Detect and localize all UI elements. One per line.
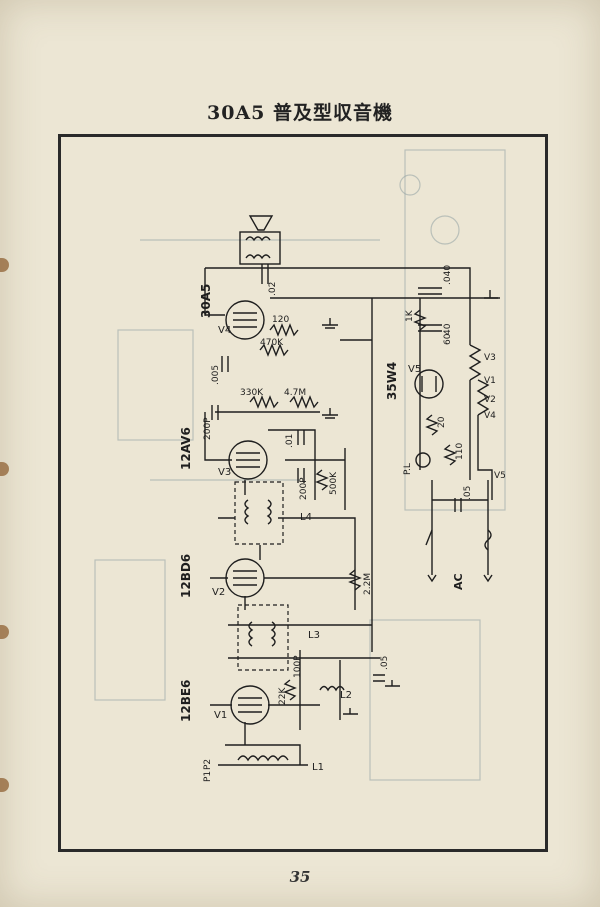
- resistors: [249, 309, 457, 701]
- power-input: [425, 529, 493, 583]
- svg-text:.02: .02: [268, 282, 278, 296]
- page-number: 35: [289, 868, 311, 886]
- svg-text:330K: 330K: [240, 388, 264, 398]
- ac-label: AC: [452, 573, 465, 590]
- svg-text:L2: L2: [340, 690, 352, 701]
- svg-text:470K: 470K: [260, 338, 284, 348]
- svg-text:L1: L1: [312, 762, 324, 773]
- schematic-labels: 30A5 V4 35W4 V5 12AV6 V3 12BD6 V2 12BE6 …: [179, 265, 506, 782]
- svg-text:120: 120: [272, 315, 289, 325]
- svg-text:4.7M: 4.7M: [284, 388, 306, 398]
- svg-text:20: 20: [437, 416, 447, 428]
- svg-text:22K: 22K: [278, 687, 288, 705]
- svg-text:.01: .01: [285, 434, 295, 448]
- svg-text:V5: V5: [494, 471, 506, 481]
- svg-text:V2: V2: [484, 395, 496, 405]
- tube-v4: [225, 300, 265, 340]
- svg-text:110: 110: [455, 443, 465, 460]
- tube-label-v5: 35W4: [385, 362, 399, 400]
- page-title: 30A5 普及型収音機: [206, 102, 394, 124]
- svg-text:.05: .05: [380, 656, 390, 670]
- tube-v1: [230, 685, 270, 725]
- svg-text:P2: P2: [203, 759, 213, 770]
- svg-text:L3: L3: [308, 630, 320, 641]
- svg-text:.005: .005: [211, 365, 221, 385]
- svg-text:2.2M: 2.2M: [363, 573, 373, 595]
- svg-text:L4: L4: [300, 512, 312, 523]
- schematic-frame: [58, 134, 548, 852]
- ref-v2: V2: [212, 587, 225, 598]
- ground-symbols: [322, 290, 498, 715]
- svg-text:V3: V3: [484, 353, 496, 363]
- svg-text:V1: V1: [484, 376, 496, 386]
- tube-v5: [414, 369, 444, 399]
- show-through-ghost: [94, 149, 506, 781]
- wiring: [204, 267, 500, 766]
- ref-v5: V5: [408, 364, 421, 375]
- svg-text:P.L: P.L: [403, 463, 413, 475]
- tube-v3: [228, 440, 268, 480]
- ref-v4: V4: [218, 325, 231, 336]
- ref-v1: V1: [214, 710, 227, 721]
- svg-text:500K: 500K: [329, 471, 339, 495]
- binding-hole: [0, 258, 9, 272]
- tube-label-v2: 12BD6: [179, 554, 193, 598]
- tube-v2: [225, 558, 265, 598]
- svg-text:1K: 1K: [405, 309, 415, 322]
- svg-text:200P: 200P: [203, 417, 213, 440]
- tube-label-v4: 30A5: [199, 284, 213, 318]
- tube-label-v1: 12BE6: [179, 680, 193, 722]
- svg-text:40: 40: [443, 323, 453, 335]
- binding-hole: [0, 462, 9, 476]
- svg-text:60: 60: [443, 333, 453, 345]
- binding-hole: [0, 625, 9, 639]
- tube-label-v3: 12AV6: [179, 427, 193, 470]
- ref-v3: V3: [218, 467, 231, 478]
- binding-hole: [0, 778, 9, 792]
- svg-text:200P: 200P: [299, 477, 309, 500]
- svg-text:.040: .040: [443, 265, 453, 285]
- svg-text:100P: 100P: [293, 655, 303, 678]
- svg-text:.05: .05: [463, 486, 473, 500]
- svg-text:V4: V4: [484, 411, 496, 421]
- pilot-lamp: [415, 452, 431, 468]
- if-transformers: [234, 481, 345, 692]
- speaker: [239, 215, 281, 265]
- tubes: [225, 300, 444, 725]
- svg-text:P1: P1: [203, 771, 213, 782]
